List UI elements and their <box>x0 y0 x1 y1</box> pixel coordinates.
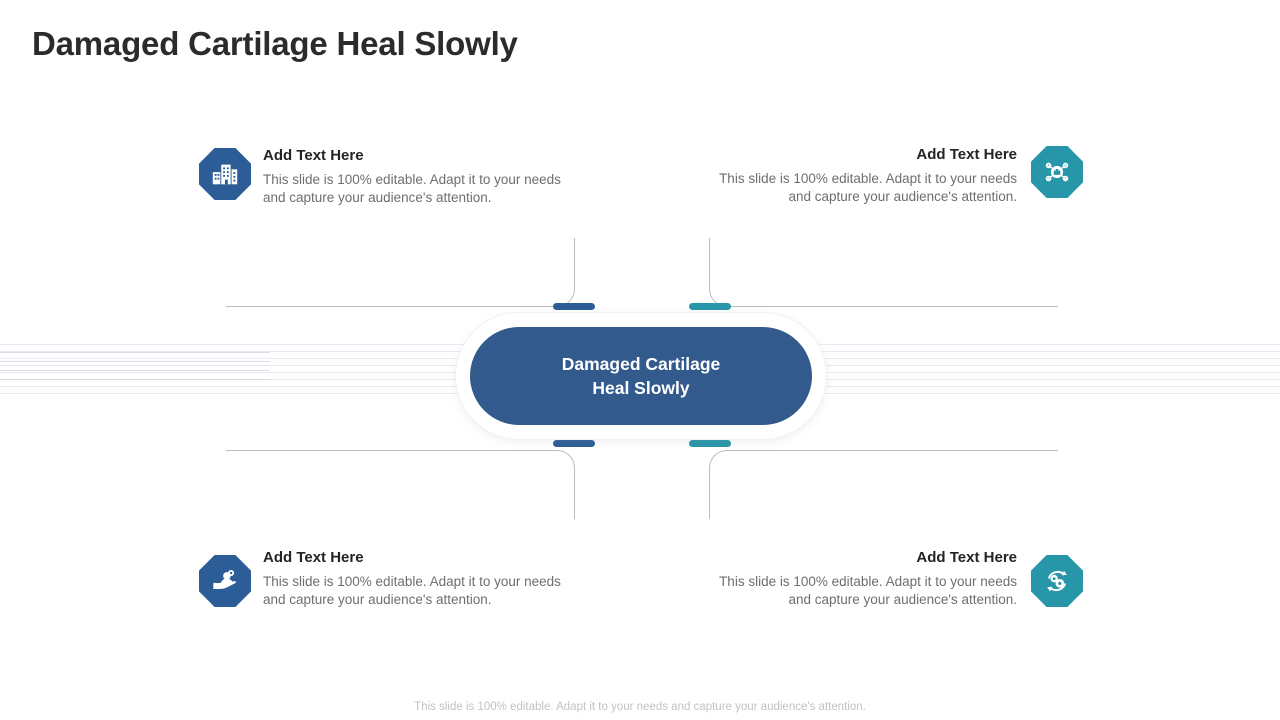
office-building-icon[interactable] <box>199 148 251 200</box>
connector-bottom-right <box>709 450 1058 519</box>
connector-bottom-left <box>226 450 575 519</box>
footer-note: This slide is 100% editable. Adapt it to… <box>414 701 866 713</box>
network-hub-briefcase-icon[interactable]: A Q O ? <box>1031 146 1083 198</box>
connector-marker-top-left <box>553 303 595 310</box>
branch-title: Add Text Here <box>916 549 1017 566</box>
gears-cycle-arrows-icon[interactable] <box>1031 555 1083 607</box>
branch-body: This slide is 100% editable. Adapt it to… <box>263 171 561 205</box>
branch-body: This slide is 100% editable. Adapt it to… <box>719 170 1017 204</box>
center-node[interactable]: Damaged Cartilage Heal Slowly <box>470 327 812 425</box>
branch-body: This slide is 100% editable. Adapt it to… <box>263 573 561 607</box>
connector-marker-bottom-left <box>553 440 595 447</box>
connector-marker-top-right <box>689 303 731 310</box>
svg-text:O: O <box>1047 177 1050 181</box>
svg-text:A: A <box>1048 164 1051 168</box>
page-title: Damaged Cartilage Heal Slowly <box>32 25 518 62</box>
branch-block-bottom-left: Add Text Here This slide is 100% editabl… <box>263 549 568 609</box>
branch-block-top-right: Add Text Here This slide is 100% editabl… <box>712 146 1017 206</box>
branch-block-bottom-right: Add Text Here This slide is 100% editabl… <box>712 549 1017 609</box>
branch-title: Add Text Here <box>263 147 364 164</box>
svg-text:?: ? <box>1065 177 1067 181</box>
background-stripes-accent <box>0 352 270 382</box>
branch-block-top-left: Add Text Here This slide is 100% editabl… <box>263 147 568 207</box>
center-node-label: Damaged Cartilage Heal Slowly <box>561 353 721 399</box>
svg-text:Q: Q <box>1064 164 1067 168</box>
branch-title: Add Text Here <box>263 549 364 566</box>
connector-top-right <box>709 238 1058 307</box>
hand-holding-person-gear-icon[interactable] <box>199 555 251 607</box>
connector-marker-bottom-right <box>689 440 731 447</box>
branch-body: This slide is 100% editable. Adapt it to… <box>719 573 1017 607</box>
branch-title: Add Text Here <box>916 146 1017 163</box>
connector-top-left <box>226 238 575 307</box>
